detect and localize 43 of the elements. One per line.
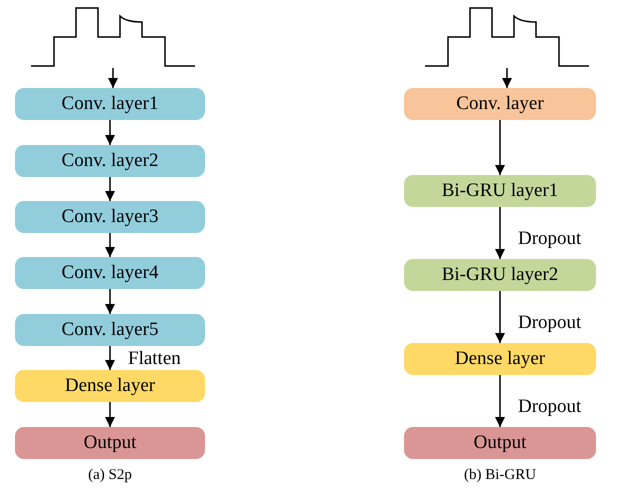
subfigure-caption: (b) Bi-GRU: [464, 467, 536, 484]
edge-label: Dropout: [518, 313, 582, 332]
subfigure-caption: (a) S2p: [88, 467, 132, 484]
arrow: [105, 289, 115, 314]
layer-box: [404, 427, 596, 459]
edge-label: Dropout: [518, 229, 582, 248]
arrow: [105, 402, 115, 427]
layer-label: Bi-GRU layer1: [442, 180, 558, 202]
layer-box: [404, 343, 596, 375]
layer-label: Conv. layer4: [62, 262, 158, 284]
layer-box: [404, 175, 596, 207]
arrow: [105, 177, 115, 201]
layer-box: [15, 145, 205, 177]
arrow: [108, 68, 118, 88]
arrow: [105, 120, 115, 145]
layer-label: Output: [84, 432, 136, 454]
layer-label: Conv. layer3: [62, 206, 158, 228]
arrow: [502, 68, 512, 88]
layer-box: [404, 88, 596, 120]
layer-label: Conv. layer5: [62, 319, 158, 341]
waveform-drawing: [31, 6, 195, 67]
layer-label: Bi-GRU layer2: [442, 264, 558, 286]
layer-label: Conv. layer2: [62, 150, 158, 172]
layer-box: [15, 201, 205, 233]
layer-label: Conv. layer: [456, 93, 544, 115]
layer-label: Output: [474, 432, 526, 454]
layer-box: [15, 370, 205, 402]
arrow: [495, 291, 505, 343]
waveform-drawing: [425, 6, 589, 67]
layer-box: [15, 427, 205, 459]
layer-box: [15, 257, 205, 289]
layer-box: [404, 259, 596, 291]
edge-label: Dropout: [518, 397, 582, 416]
layer-box: [15, 314, 205, 346]
layer-box: [15, 88, 205, 120]
layer-label: Dense layer: [454, 348, 546, 370]
arrow: [495, 120, 505, 175]
arrow: [105, 233, 115, 257]
arrow: [495, 207, 505, 259]
layer-label: Dense layer: [64, 375, 156, 397]
arrow: [495, 375, 505, 427]
arrow: [105, 346, 115, 370]
layer-label: Conv. layer1: [62, 93, 158, 115]
